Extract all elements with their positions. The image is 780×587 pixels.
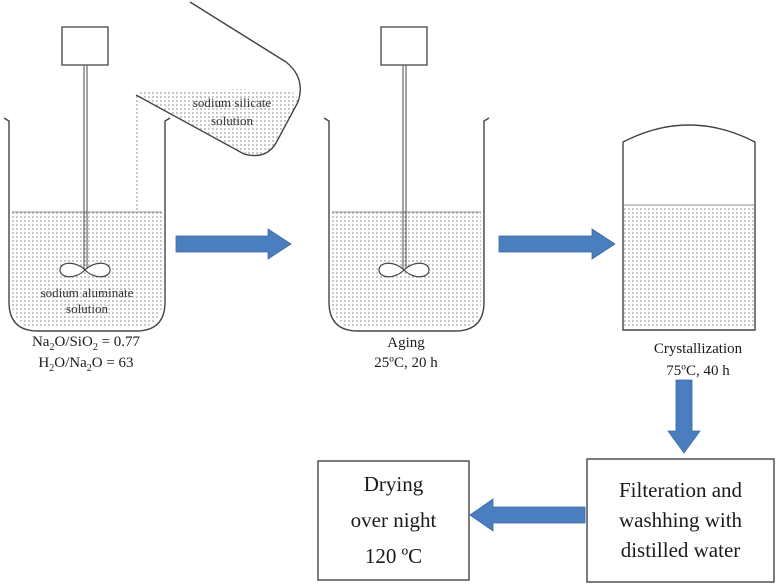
silicate-label-line-2: solution [211,113,253,128]
filtration-line-1: Filteration and [618,478,743,502]
aging-beaker [323,26,490,332]
beaker-wall [323,117,490,332]
vessel-wall [135,1,301,157]
crystallization-vessel [622,124,756,331]
vessel-wall [622,124,756,331]
mixing-beaker [3,26,171,332]
aging-conditions: 25ºC, 20 h [374,355,438,371]
arrow-down [667,379,701,454]
stirrer-impeller [59,262,111,278]
pour-stream [134,94,140,212]
stirrer-impeller [378,262,430,278]
crystallization-liquid [624,205,754,328]
aluminate-label-line-2: solution [66,301,108,316]
crystallization-title: Crystallization [653,341,743,357]
arrow-left [469,498,586,532]
ratio-h2o-na2o: H2O/Na2O = 63 [38,355,134,374]
filtration-box [586,458,775,583]
stirrer-motor [380,26,428,66]
silicate-label-line-1: sodium silicate [192,95,272,110]
filtration-line-3: distilled water [620,538,741,562]
aluminate-label-line-1: sodium aluminate [40,285,134,300]
drying-box [317,460,470,581]
pouring-vessel [134,1,301,212]
beaker-wall [3,117,171,332]
silicate-liquid [134,89,300,155]
aging-title: Aging [387,335,425,351]
arrow-right-1 [175,228,292,260]
crystallization-conditions: 75ºC, 40 h [666,363,730,379]
arrow-right-2 [498,228,616,260]
drying-line-3: 120 ºC [364,544,423,568]
stirrer-motor [61,26,109,66]
filtration-line-2: washhing with [618,508,743,532]
drying-line-1: Drying [363,472,424,496]
ratio-na2o-sio2: Na2O/SiO2 = 0.77 [31,334,141,353]
drying-line-2: over night [350,508,437,532]
